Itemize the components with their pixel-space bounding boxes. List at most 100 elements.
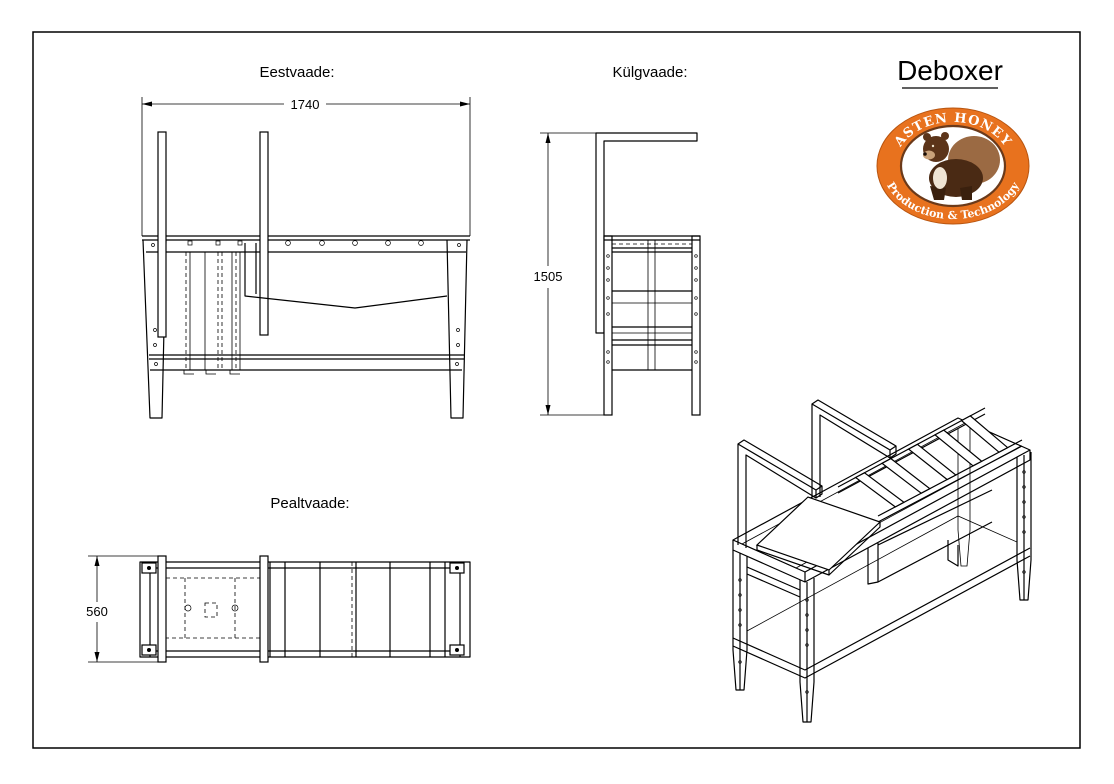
front-handle-post-right <box>259 131 269 336</box>
iso-hopper <box>867 489 993 585</box>
sheet-border <box>32 31 1081 749</box>
bear-chest <box>933 167 947 189</box>
hole <box>606 360 610 364</box>
hole <box>385 240 391 246</box>
hole <box>694 266 698 270</box>
iso-ladder-rungs <box>854 415 1009 508</box>
bear-ear <box>941 132 949 140</box>
side-rails <box>612 251 692 371</box>
hole <box>1022 515 1026 519</box>
top-outline <box>139 561 471 658</box>
side-post-holes <box>606 254 698 364</box>
front-chute <box>244 243 448 309</box>
hole <box>455 362 459 366</box>
side-thin-rails <box>612 302 692 334</box>
top-handle-right <box>259 555 269 663</box>
top-depth-value: 560 <box>86 604 108 619</box>
hole <box>738 660 742 664</box>
hole <box>606 278 610 282</box>
front-leg-holes <box>151 243 461 366</box>
bolt <box>147 566 151 570</box>
hole <box>606 350 610 354</box>
hole <box>457 243 461 247</box>
ladder-rung <box>854 472 906 508</box>
top-hole-left <box>184 604 192 612</box>
side-height-value: 1505 <box>534 269 563 284</box>
side-top-band <box>604 235 700 249</box>
extension-lines <box>88 555 158 663</box>
front-view: Eestvaade: 1740 <box>141 64 471 419</box>
iso-left-front-leg <box>799 578 815 723</box>
hole <box>1022 530 1026 534</box>
front-compartment-lines <box>189 252 241 370</box>
hole <box>1022 485 1026 489</box>
dimension-arrow-right <box>460 101 470 107</box>
top-hole-right <box>231 604 239 612</box>
top-corner-brackets <box>141 562 465 656</box>
front-lower-rails <box>149 354 464 371</box>
hole <box>694 278 698 282</box>
top-hidden-lines <box>184 578 236 638</box>
dimension-arrow-left <box>142 101 152 107</box>
hole <box>237 240 243 246</box>
hole <box>738 623 742 627</box>
bolt <box>147 648 151 652</box>
bear-icon <box>923 132 1000 200</box>
front-top-holes <box>187 240 424 246</box>
hole <box>738 593 742 597</box>
dimension-arrow-top <box>545 133 551 143</box>
hole <box>352 240 358 246</box>
hole <box>694 254 698 258</box>
iso-right-front-leg <box>1016 452 1032 601</box>
hole <box>738 578 742 582</box>
iso-back-right-leg <box>957 426 971 567</box>
bear-nose <box>923 152 927 156</box>
extension-lines <box>540 132 604 416</box>
hole <box>694 312 698 316</box>
hole <box>1022 470 1026 474</box>
front-hidden-lines <box>185 252 237 370</box>
hole <box>694 296 698 300</box>
hole <box>154 362 158 366</box>
hole <box>805 643 809 647</box>
ladder-rung <box>880 457 931 494</box>
dimension-arrow-top <box>94 556 100 566</box>
front-right-leg <box>446 239 468 419</box>
front-top-band <box>142 235 470 253</box>
side-center-lines <box>647 240 656 370</box>
hole <box>153 343 157 347</box>
front-width-dimension: 1740 <box>141 97 471 236</box>
side-right-post <box>691 235 701 416</box>
ladder-rung <box>960 415 1009 453</box>
hole <box>805 613 809 617</box>
iso-back-handle <box>811 399 897 497</box>
iso-front-bottom-rails <box>732 547 1031 679</box>
hole <box>1022 500 1026 504</box>
hole <box>187 240 193 246</box>
top-view-label: Pealtvaade: <box>270 495 349 512</box>
iso-front-handle <box>737 439 823 548</box>
bolt <box>455 648 459 652</box>
hole <box>606 266 610 270</box>
top-depth-dimension: 560 <box>86 555 158 663</box>
iso-plate-edge <box>756 522 881 576</box>
hole <box>456 343 460 347</box>
side-left-post <box>603 235 613 416</box>
hole <box>606 254 610 258</box>
bear-legs <box>930 186 972 200</box>
ladder-rung <box>933 429 983 467</box>
front-compartment-feet <box>183 370 240 375</box>
iso-back-bottom-rail <box>746 515 1018 632</box>
hole <box>805 628 809 632</box>
ladder-rung <box>907 443 957 481</box>
hole <box>418 240 424 246</box>
front-handle-post-left <box>157 131 167 338</box>
top-view: Pealtvaade: 560 <box>86 495 471 663</box>
iso-left-back-leg <box>732 550 748 691</box>
hole <box>805 690 809 694</box>
bolt <box>455 566 459 570</box>
top-hidden-square <box>204 602 218 618</box>
side-view: Külgvaade: 1505 <box>534 64 701 416</box>
hole <box>606 312 610 316</box>
